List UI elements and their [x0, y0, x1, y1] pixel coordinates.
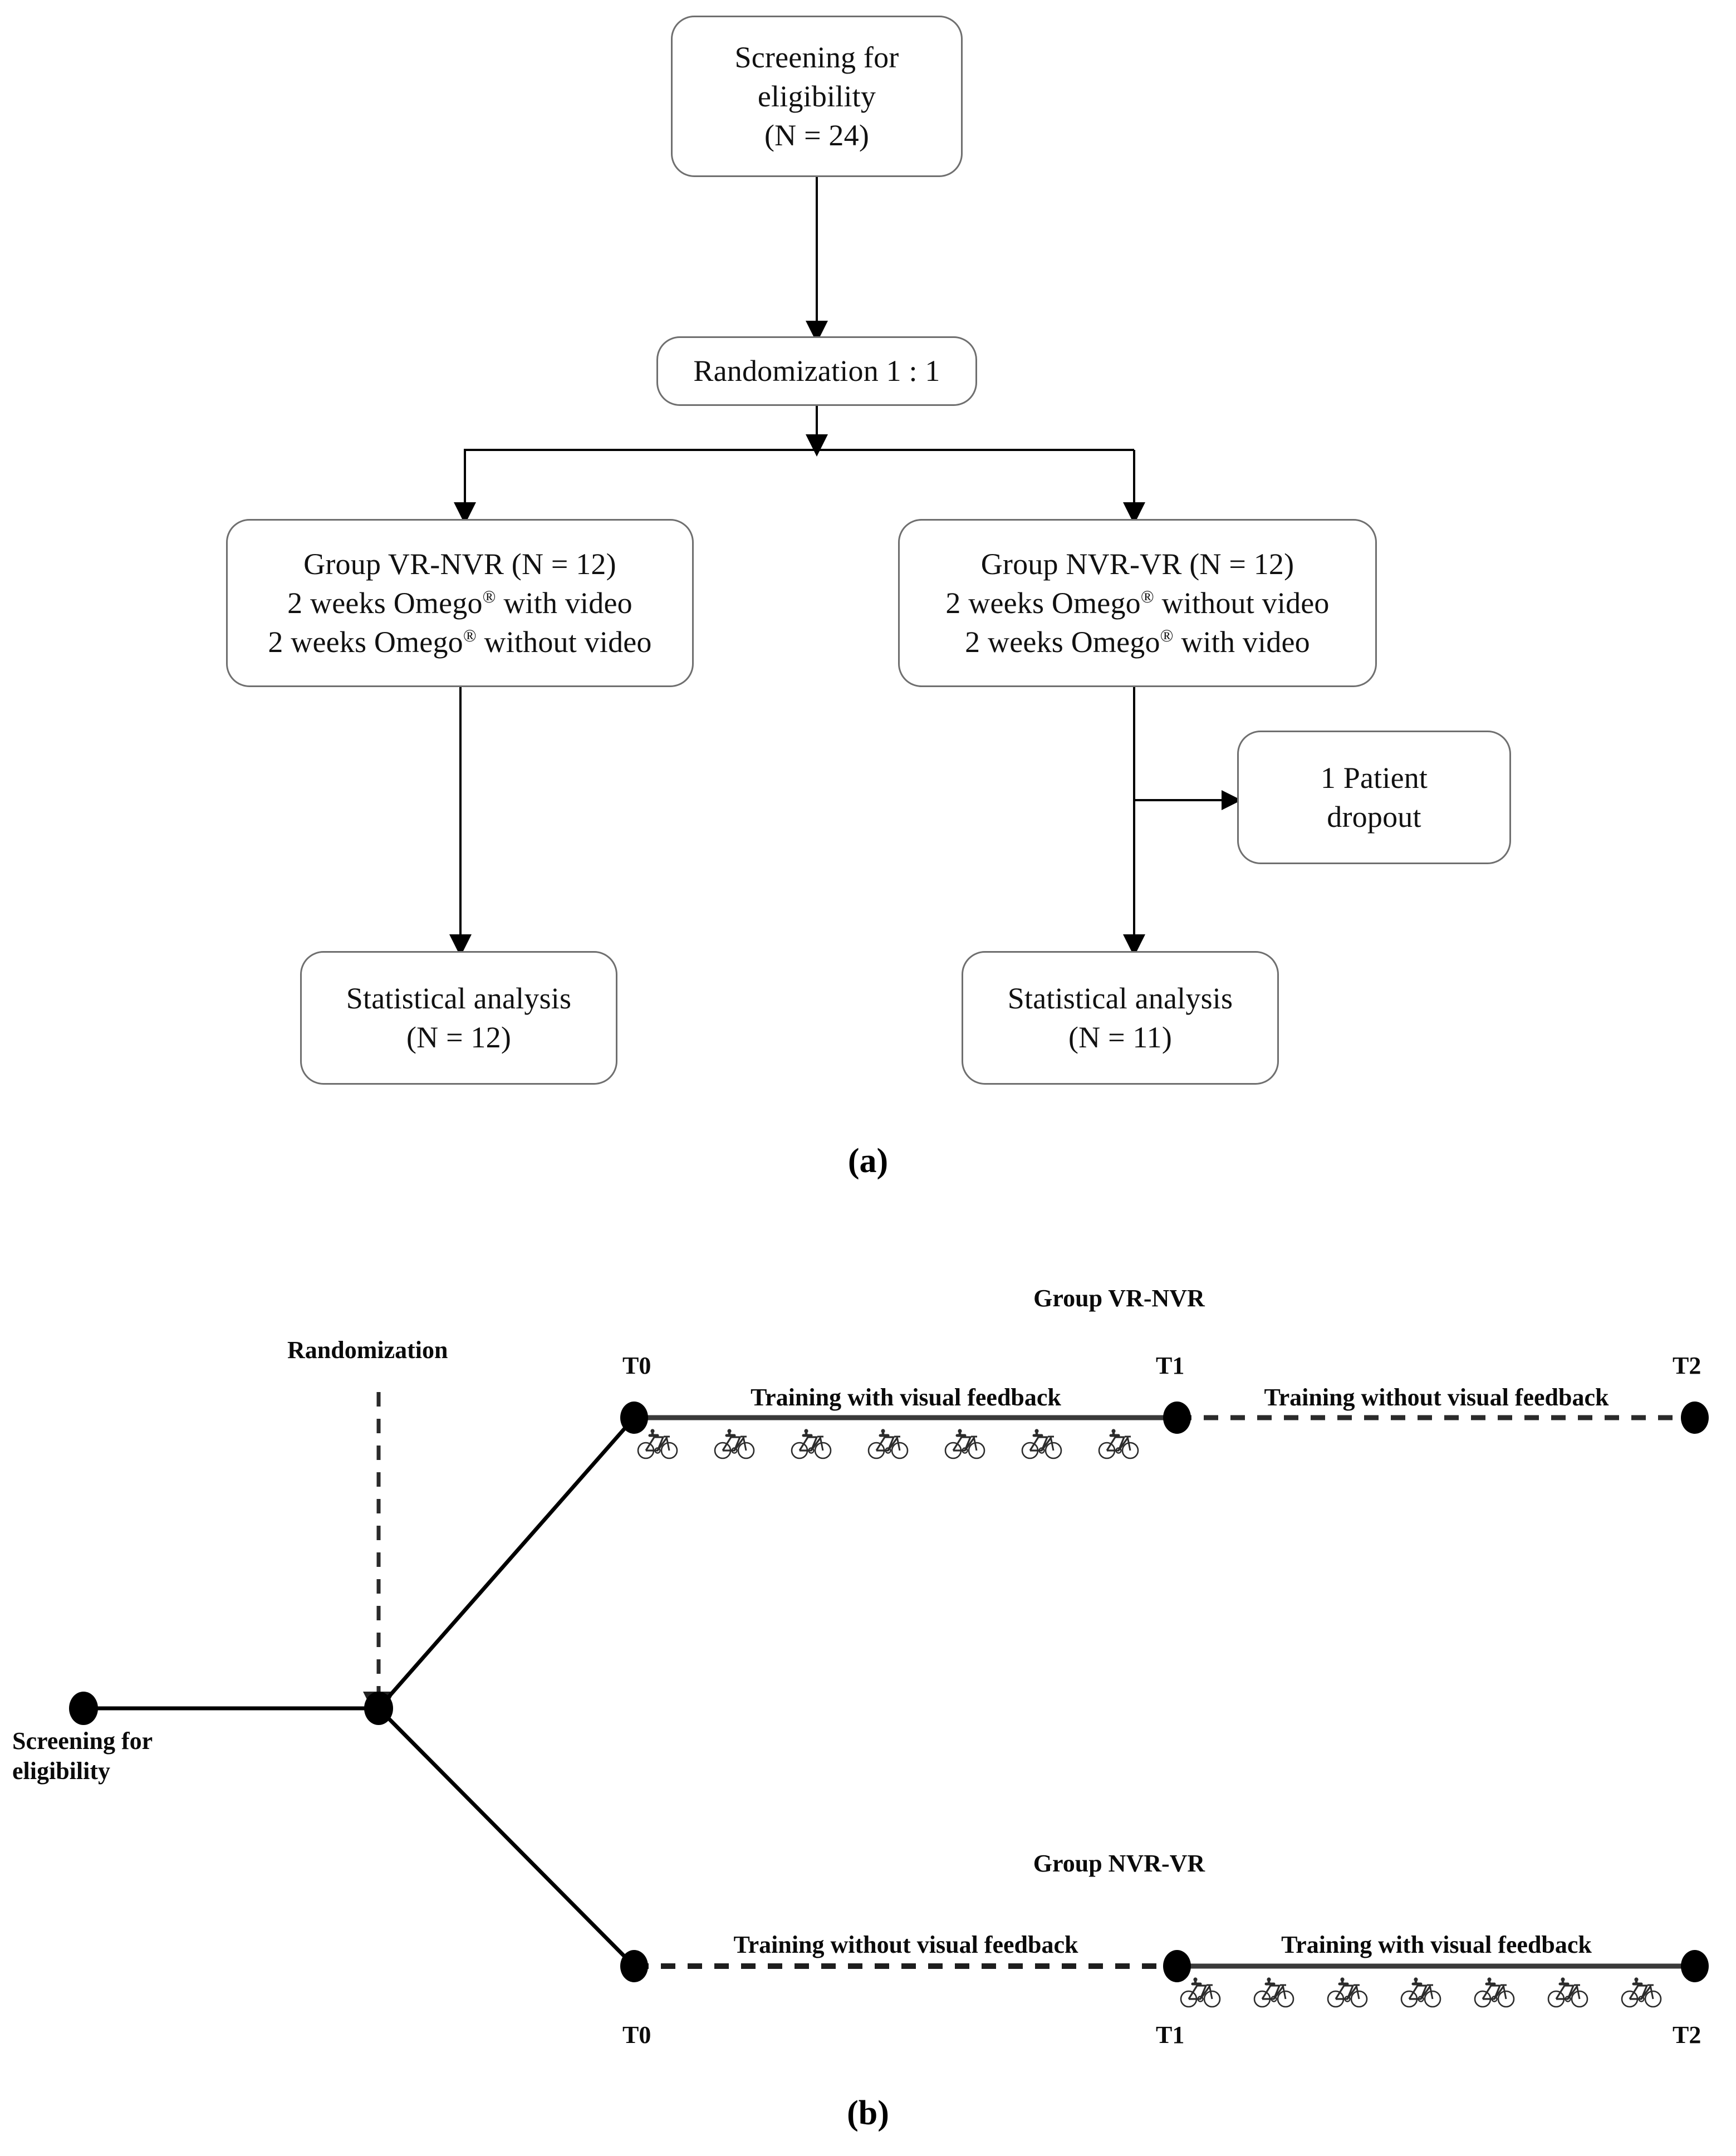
segment-label-bottom-without-feedback: Training without visual feedback [733, 1931, 1078, 1958]
bicycle-icon-group-bottom [1181, 1977, 1661, 2007]
stat-right-line-2: (N = 11) [1068, 1021, 1172, 1054]
timepoint-label-bottom-t0: T0 [622, 2021, 651, 2049]
box-screening-for-eligibility: Screening for eligibility (N = 24) [671, 16, 963, 177]
timepoint-label-top-t0: T0 [622, 1352, 651, 1379]
group-right-line-2-post: without video [1154, 586, 1330, 620]
group-right-line-3-pre: 2 weeks Omego [965, 625, 1160, 659]
group-left-line-3: 2 weeks Omego® without video [268, 623, 651, 661]
group-left-line-3-pre: 2 weeks Omego [268, 625, 463, 659]
box-statistical-analysis-right: Statistical analysis (N = 11) [962, 951, 1279, 1085]
box-group-vr-nvr: Group VR-NVR (N = 12) 2 weeks Omego® wit… [226, 519, 694, 687]
screening-label-line-1: Screening for [12, 1727, 153, 1755]
box-randomization: Randomization 1 : 1 [656, 336, 977, 406]
timepoint-label-bottom-t2: T2 [1673, 2021, 1701, 2049]
group-left-line-2-pre: 2 weeks Omego [287, 586, 483, 620]
screening-line-1: Screening for [734, 40, 899, 74]
group-left-line-2: 2 weeks Omego® with video [287, 584, 632, 623]
panel-label-b: (b) [847, 2094, 889, 2132]
segment-label-top-without-feedback: Training without visual feedback [1264, 1384, 1609, 1411]
registered-mark-icon: ® [1140, 586, 1154, 606]
registered-mark-icon: ® [463, 626, 477, 646]
timepoint-label-bottom-t1: T1 [1156, 2021, 1185, 2049]
stat-left-line-2: (N = 12) [406, 1021, 512, 1054]
group-left-line-2-post: with video [496, 586, 632, 620]
bicycle-icon-group-top [638, 1429, 1138, 1458]
segment-label-bottom-with-feedback: Training with visual feedback [1281, 1931, 1592, 1958]
group-left-line-3-post: without video [476, 625, 652, 659]
panel-label-a: (a) [847, 1142, 889, 1180]
timepoint-label-top-t2: T2 [1673, 1352, 1701, 1379]
group-right-line-3: 2 weeks Omego® with video [965, 623, 1310, 661]
screening-line-2: eligibility [757, 79, 876, 113]
box-group-nvr-vr: Group NVR-VR (N = 12) 2 weeks Omego® wit… [898, 519, 1377, 687]
group-left-line-1: Group VR-NVR (N = 12) [303, 547, 616, 581]
segment-label-top-with-feedback: Training with visual feedback [751, 1384, 1061, 1411]
dropout-line-2: dropout [1327, 800, 1421, 834]
group-right-line-1: Group NVR-VR (N = 12) [980, 547, 1294, 581]
screening-label-panel-b: Screening for eligibility [12, 1726, 153, 1786]
stat-right-line-1: Statistical analysis [1007, 981, 1233, 1015]
randomization-line-1: Randomization 1 : 1 [693, 354, 940, 388]
randomization-label-panel-b: Randomization [287, 1336, 448, 1364]
group-right-line-3-post: with video [1173, 625, 1310, 659]
timepoint-label-top-t1: T1 [1156, 1352, 1185, 1379]
group-right-line-2-pre: 2 weeks Omego [945, 586, 1141, 620]
stat-left-line-1: Statistical analysis [346, 981, 572, 1015]
group-title-nvr-vr-panel-b: Group NVR-VR [1033, 1850, 1205, 1877]
box-patient-dropout: 1 Patient dropout [1237, 731, 1511, 864]
group-right-line-2: 2 weeks Omego® without video [945, 584, 1329, 623]
box-statistical-analysis-left: Statistical analysis (N = 12) [300, 951, 617, 1085]
screening-label-line-2: eligibility [12, 1757, 110, 1785]
group-title-vr-nvr-panel-b: Group VR-NVR [1033, 1285, 1205, 1312]
dropout-line-1: 1 Patient [1320, 761, 1428, 795]
registered-mark-icon: ® [1160, 626, 1174, 646]
registered-mark-icon: ® [482, 586, 496, 606]
screening-line-3: (N = 24) [764, 119, 870, 153]
